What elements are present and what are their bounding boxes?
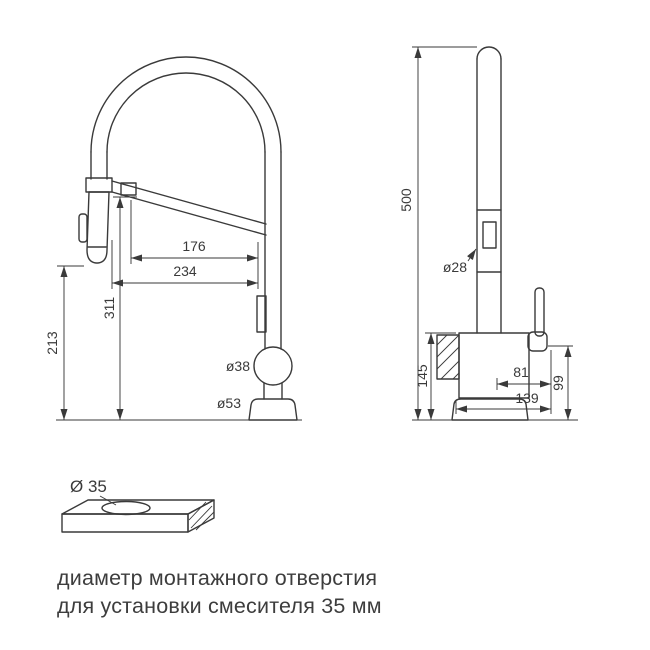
hose-arch-outer	[90, 56, 282, 153]
hatch-line	[452, 372, 460, 380]
spray-head-body	[86, 191, 110, 264]
caption-line-1: диаметр монтажного отверстия	[57, 566, 377, 590]
side-view-dimension-labels: 500 ø28 145 81 99 139	[398, 188, 566, 406]
mounting-hole	[101, 500, 151, 516]
mounting-hole-illustration	[61, 499, 215, 533]
front-view-faucet	[78, 56, 298, 421]
dim-99-label: 99	[550, 375, 566, 391]
dim-d28-label: ø28	[443, 259, 467, 275]
side-view-faucet	[436, 46, 548, 421]
hatch-line	[436, 334, 448, 346]
column-top-cap	[476, 46, 502, 60]
side-view-dimension-lines	[412, 46, 578, 421]
side-base-flare	[451, 398, 529, 421]
spray-head-collar	[85, 177, 113, 193]
hatch-line	[436, 334, 460, 358]
dim-234-label: 234	[173, 263, 197, 279]
body-ball	[253, 346, 293, 386]
spout-arm-bottom	[111, 191, 267, 236]
hatch-line	[436, 346, 460, 370]
dim-213-label: 213	[44, 331, 60, 355]
hatch-line	[195, 511, 215, 531]
spout-outlet-hatching	[436, 334, 460, 380]
dim-311-label: 311	[101, 297, 117, 320]
dim-d38-label: ø38	[226, 358, 250, 374]
leader-d35	[99, 495, 117, 506]
dim-145-label: 145	[414, 364, 430, 388]
caption-line-2: для установки смесителя 35 мм	[57, 594, 382, 618]
dim-139-label: 139	[515, 390, 539, 406]
dock-window	[482, 221, 497, 249]
mounting-hole-leader	[99, 495, 117, 506]
caption: диаметр монтажного отверстия для установ…	[57, 566, 382, 618]
hole-diameter-label: Ø 35	[70, 477, 107, 496]
dim-500-label: 500	[398, 188, 414, 212]
board-end-face	[187, 499, 215, 533]
hose-arch-inner	[106, 72, 266, 153]
spout-arm-mount	[120, 182, 137, 196]
front-view-dimension-lines	[56, 196, 302, 421]
board-end-hatching	[188, 501, 215, 531]
leader-d28	[466, 248, 477, 262]
handle-stem	[534, 287, 545, 337]
dim-d53-label: ø53	[217, 395, 241, 411]
hatch-line	[440, 360, 460, 380]
board-front-face	[61, 513, 189, 533]
dim-81-label: 81	[513, 364, 529, 380]
spray-button	[78, 213, 88, 243]
base-flare	[248, 398, 298, 421]
hatch-line	[188, 501, 207, 521]
spout-arm-top	[111, 180, 267, 225]
hatch-line	[190, 505, 213, 529]
dim-176-label: 176	[182, 238, 206, 254]
handle-pivot	[527, 331, 548, 352]
front-view-dimension-labels: 176 234 311 213 ø38 ø53	[44, 238, 250, 411]
hose-clip	[256, 295, 267, 333]
